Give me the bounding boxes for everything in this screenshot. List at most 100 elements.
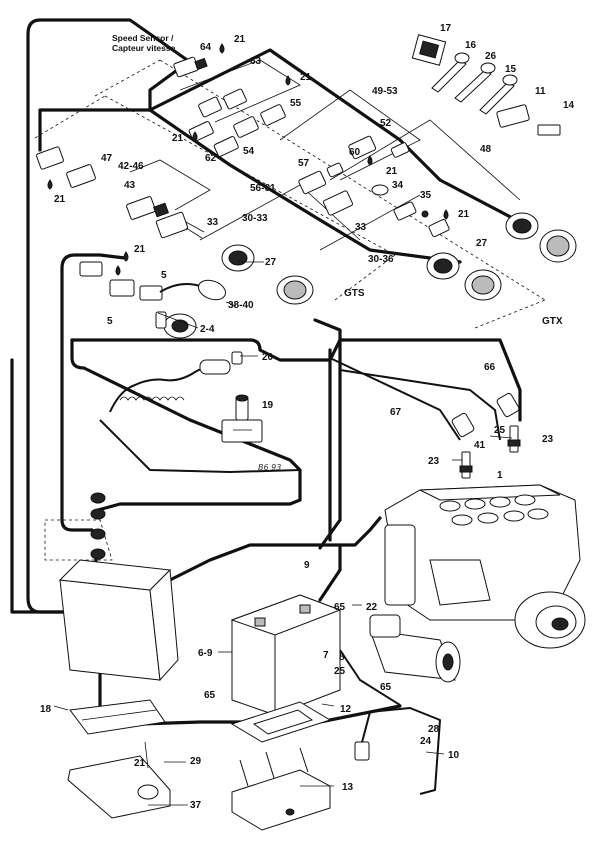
callout-33: 33: [207, 217, 219, 228]
callout-60: 60: [349, 147, 361, 158]
plug-cap-67: [451, 412, 475, 438]
part-18-pad: [69, 699, 166, 735]
mpem-connectors: [90, 492, 106, 560]
spark-plugs: [451, 392, 521, 479]
handwritten-note: B6 93: [258, 463, 281, 472]
callout-66: 66: [484, 362, 496, 373]
callout-47: 47: [101, 153, 113, 164]
callout-21: 21: [458, 209, 470, 220]
callout-5: 5: [107, 316, 113, 327]
callout-49-53: 49-53: [372, 86, 398, 97]
gauge-30-33: [276, 275, 314, 305]
callout-29: 29: [190, 756, 202, 767]
safety-lanyard: [109, 351, 263, 443]
connector-35: [393, 201, 450, 238]
callout-34: 34: [392, 180, 404, 191]
mpem-module: [44, 492, 179, 682]
connector-52: [348, 135, 410, 160]
callout-21: 21: [300, 72, 312, 83]
callout-5: 5: [161, 270, 167, 281]
callout-65: 65: [334, 602, 346, 613]
callout-57: 57: [298, 158, 310, 169]
labels: Speed Sensor / Capteur vitesse GTS GTX B…: [40, 23, 575, 811]
callout-23: 23: [542, 434, 554, 445]
leader-lines: [53, 261, 513, 806]
connector-33: [155, 211, 205, 239]
connector-62: [188, 121, 239, 157]
connector-57: [298, 162, 344, 195]
gts-label: GTS: [344, 288, 365, 299]
callout-55: 55: [290, 98, 302, 109]
part-37-base: [67, 741, 171, 819]
callout-18: 18: [40, 704, 52, 715]
key-and-sensor: [155, 279, 227, 339]
callout-2-4: 2-4: [200, 324, 215, 335]
gauge-48-a: [505, 212, 539, 240]
callout-67: 67: [390, 407, 402, 418]
part-12-cover: [230, 701, 332, 743]
cylinder-head-fins: [439, 494, 549, 526]
callout-65: 65: [204, 690, 216, 701]
callout-64: 64: [200, 42, 212, 53]
callout-21: 21: [134, 758, 146, 769]
plug-cap-66: [496, 392, 520, 418]
callout-27: 27: [265, 257, 277, 268]
callout-16: 16: [465, 40, 477, 51]
callout-48: 48: [480, 144, 492, 155]
callout-25: 25: [334, 666, 346, 677]
callout-33: 33: [355, 222, 367, 233]
loose-parts-top-right: [411, 34, 561, 136]
callout-28: 28: [428, 724, 440, 735]
part-26-tie: [454, 62, 496, 103]
callout-11: 11: [535, 86, 546, 97]
gauge-48-b: [539, 229, 577, 263]
gauge-27-mid: [426, 252, 460, 280]
callout-26: 26: [485, 51, 497, 62]
callout-42-46: 42-46: [118, 161, 144, 172]
gtx-dashed-outline: [94, 59, 546, 329]
connector-47: [36, 146, 96, 188]
connector-55: [198, 88, 247, 118]
connector-43: [126, 196, 169, 220]
callout-24: 24: [420, 736, 432, 747]
callout-6-9: 6-9: [198, 648, 213, 659]
callout-19: 19: [262, 400, 274, 411]
callout-43: 43: [124, 180, 136, 191]
callout-22: 22: [366, 602, 378, 613]
battery: [230, 594, 342, 716]
speed-sensor-label-fr: Capteur vitesse: [112, 43, 176, 53]
gauge-27-left: [221, 244, 255, 272]
part-20-cap: [199, 351, 243, 375]
callout-52: 52: [380, 118, 392, 129]
callout-30-33: 30-33: [242, 213, 268, 224]
part-2-4: [155, 311, 197, 339]
part-13-tray: [231, 747, 331, 831]
part-11-clip: [496, 104, 530, 128]
callout-1: 1: [497, 470, 503, 481]
part-15-tie: [479, 74, 518, 115]
callout-10: 10: [448, 750, 460, 761]
callout-63: 63: [250, 56, 262, 67]
gtx-label: GTX: [542, 316, 563, 327]
connector-54: [233, 104, 286, 138]
connector-group-top: [36, 56, 450, 301]
callout-9: 9: [304, 560, 310, 571]
callout-14: 14: [563, 100, 575, 111]
callout-35: 35: [420, 190, 432, 201]
sealant-droplets: [47, 43, 449, 276]
callout-30-36: 30-36: [368, 254, 394, 265]
callout-62: 62: [205, 153, 217, 164]
connector-34: [322, 184, 389, 216]
gauges: [221, 212, 577, 305]
callout-41: 41: [474, 440, 486, 451]
part-17-grommet: [411, 34, 447, 66]
gauge-30-36: [464, 269, 502, 301]
callout-25: 25: [494, 425, 506, 436]
callout-21: 21: [386, 166, 398, 177]
callout-21: 21: [234, 34, 246, 45]
callout-21: 21: [54, 194, 66, 205]
bracket-lines: [129, 59, 521, 251]
part-19-switch: [221, 394, 263, 443]
callout-27: 27: [476, 238, 488, 249]
